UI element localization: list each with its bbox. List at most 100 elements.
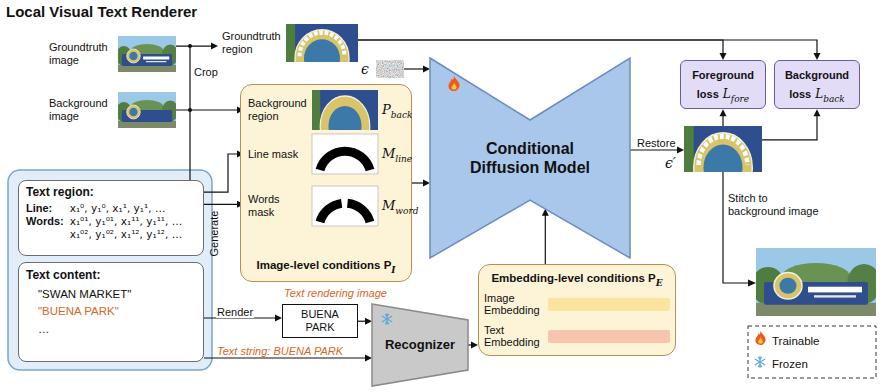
crop-line [189,46,190,180]
text-item: "BUENA PARK" [26,303,196,320]
annotation: Generate [208,210,221,258]
connector [468,342,478,349]
connector-line [358,40,723,54]
connector-line [358,321,366,322]
math-symbol: Lback [815,84,845,101]
title-holder: Local Visual Text Renderer [6,3,197,20]
math-subscript: E [656,278,663,288]
snowflake-icon [755,357,765,368]
fire-icon [449,76,460,91]
connector [204,151,244,193]
connector-line [545,215,546,264]
panel-title-holder: Embedding-level conditions PE [479,268,675,288]
coordinate-grid: Line:x₁⁰, y₁⁰, x₁¹, y₁¹, …Words:x₁⁰¹, y₁… [26,202,196,240]
coordinate-list: x₁⁰¹, y₁⁰¹, x₁¹¹, y₁¹¹, … [70,215,196,227]
embedding-bar [548,330,670,343]
line-mask-image [312,134,378,174]
shape-fill [430,58,630,258]
math-letter: M [382,198,395,213]
label-holder: Render [216,302,254,320]
edge-label: Render [216,306,254,318]
diagram-title: Local Visual Text Renderer [6,3,197,20]
stitch-line [723,172,749,283]
coordinate-list: x₁⁰², y₁⁰², x₁¹², y₁¹², … [70,228,196,240]
math-subscript: line [395,154,412,164]
math-letter: L [815,87,823,101]
stitched-photo [751,248,881,316]
arrowhead [471,342,478,349]
field-key: Words: [26,215,64,227]
loss-box: Foreground lossLfore [680,60,766,109]
label-holder: Restore [636,133,677,151]
math-letter: L [723,87,731,101]
label-holder: Stitch to background image [728,192,822,218]
connector-line [358,40,817,54]
row-label: Words mask [248,193,308,218]
legend-entry: Trainable [772,331,820,349]
label-holder: ϵ′ [642,154,676,172]
math-symbol: Mline [382,144,412,164]
connector [204,201,244,208]
embedding-row: Image Embedding [484,290,670,318]
label-holder: Text rendering image [284,287,404,300]
arrowhead [211,43,218,50]
connector [542,209,549,264]
snowflake-icon [382,314,392,325]
connector [720,109,727,126]
arrowhead [423,66,430,73]
connector [176,43,218,50]
arrowhead [365,355,372,362]
math-subscript: fore [731,94,749,104]
annotation: Stitch to background image [728,192,822,218]
connector [176,107,244,114]
math-letter: P [382,102,391,117]
empty-cell [26,228,64,240]
arrowhead [275,315,282,322]
math-symbol: Pback [382,100,412,120]
connector [358,318,372,325]
text-info-panel [8,170,212,370]
restored-region-photo [684,126,762,202]
arrowhead [748,280,756,287]
legend-box [748,326,876,378]
arrowhead [423,180,430,187]
connector-line [722,115,723,126]
text-item: "SWAN MARKET" [26,286,196,303]
label-holder: Generate [191,227,239,240]
loss-box: Background lossLback [774,60,860,109]
embedding-row: Text Embedding [484,322,670,350]
connector-line [176,109,238,110]
math-letter: M [382,146,395,161]
arrowhead [720,53,727,60]
groundtruth-photo [116,36,179,72]
arrowhead [720,109,727,116]
node-label: BUENA PARK [286,308,354,334]
connector-line [630,149,678,150]
groundtruth-region-photo [286,24,358,87]
noise-symbol: ϵ [361,61,369,77]
math-symbol: Mword [382,196,419,216]
box-heading: Text content: [26,268,196,282]
connector-line [204,204,238,205]
label-holder: Crop [194,66,234,79]
arrowhead [814,109,821,116]
legend-text: Frozen [772,358,808,370]
connector [762,109,821,140]
connector-line [176,45,212,46]
text-item: … [26,321,196,338]
image-label: Background image [49,97,113,122]
words-mask-image [312,186,378,226]
shape-outline [430,58,630,258]
label-holder: Groundtruth image [49,30,113,78]
box-heading: Text region: [26,185,196,199]
embedding-label: Text Embedding [484,324,542,348]
arrowhead [677,147,684,154]
label-holder: ϵ [361,54,371,84]
row-label: Line mask [248,148,308,161]
connector [358,40,727,60]
text-region-box: Text region: Line:x₁⁰, y₁⁰, x₁¹, y₁¹, …Wo… [18,180,204,256]
row-label: Groundtruth region [222,30,282,55]
label-holder: Text string: BUENA PARK [216,341,344,359]
math-subscript: word [395,206,418,216]
field-key: Line: [26,202,64,214]
